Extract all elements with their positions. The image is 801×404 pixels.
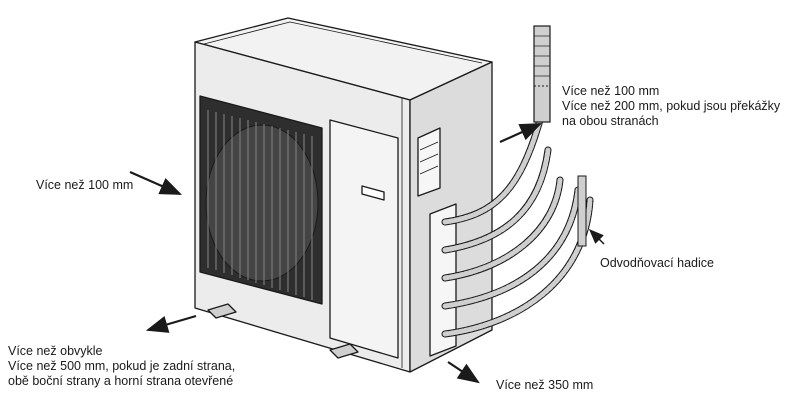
outdoor-unit bbox=[194, 17, 493, 373]
arrow-back bbox=[145, 314, 197, 333]
arrow-front bbox=[447, 361, 480, 384]
label-front-clearance: Více než 350 mm bbox=[496, 378, 594, 392]
foot-front-right bbox=[329, 343, 359, 359]
service-panel bbox=[329, 119, 399, 359]
panel-handle bbox=[361, 185, 385, 201]
terminal-cover bbox=[417, 127, 441, 197]
label-back-line3: obě boční strany a horní strana otevřené bbox=[8, 374, 234, 388]
label-left-clearance: Více než 100 mm bbox=[36, 178, 134, 192]
fan-grille bbox=[199, 95, 323, 305]
label-top-clearance: Více než 100 mm Více než 200 mm, pokud j… bbox=[562, 84, 780, 129]
vertical-pipe bbox=[533, 25, 551, 123]
label-top-line3: na obou stranách bbox=[562, 114, 659, 128]
arrow-drain bbox=[588, 228, 605, 245]
label-back-clearance: Více než obvykle Více než 500 mm, pokud … bbox=[8, 344, 235, 389]
arrow-left bbox=[129, 170, 183, 196]
drain-hose bbox=[577, 175, 587, 247]
foot-front-left bbox=[207, 303, 237, 319]
pipe-bundle bbox=[441, 116, 594, 338]
arrow-top-right bbox=[499, 122, 543, 144]
label-top-line1: Více než 100 mm bbox=[562, 84, 660, 98]
label-top-line2: Více než 200 mm, pokud jsou překážky bbox=[562, 99, 781, 113]
label-back-line2: Více než 500 mm, pokud je zadní strana, bbox=[8, 359, 236, 373]
label-back-line1: Více než obvykle bbox=[8, 344, 103, 358]
label-drain-hose: Odvodňovací hadice bbox=[600, 256, 714, 270]
